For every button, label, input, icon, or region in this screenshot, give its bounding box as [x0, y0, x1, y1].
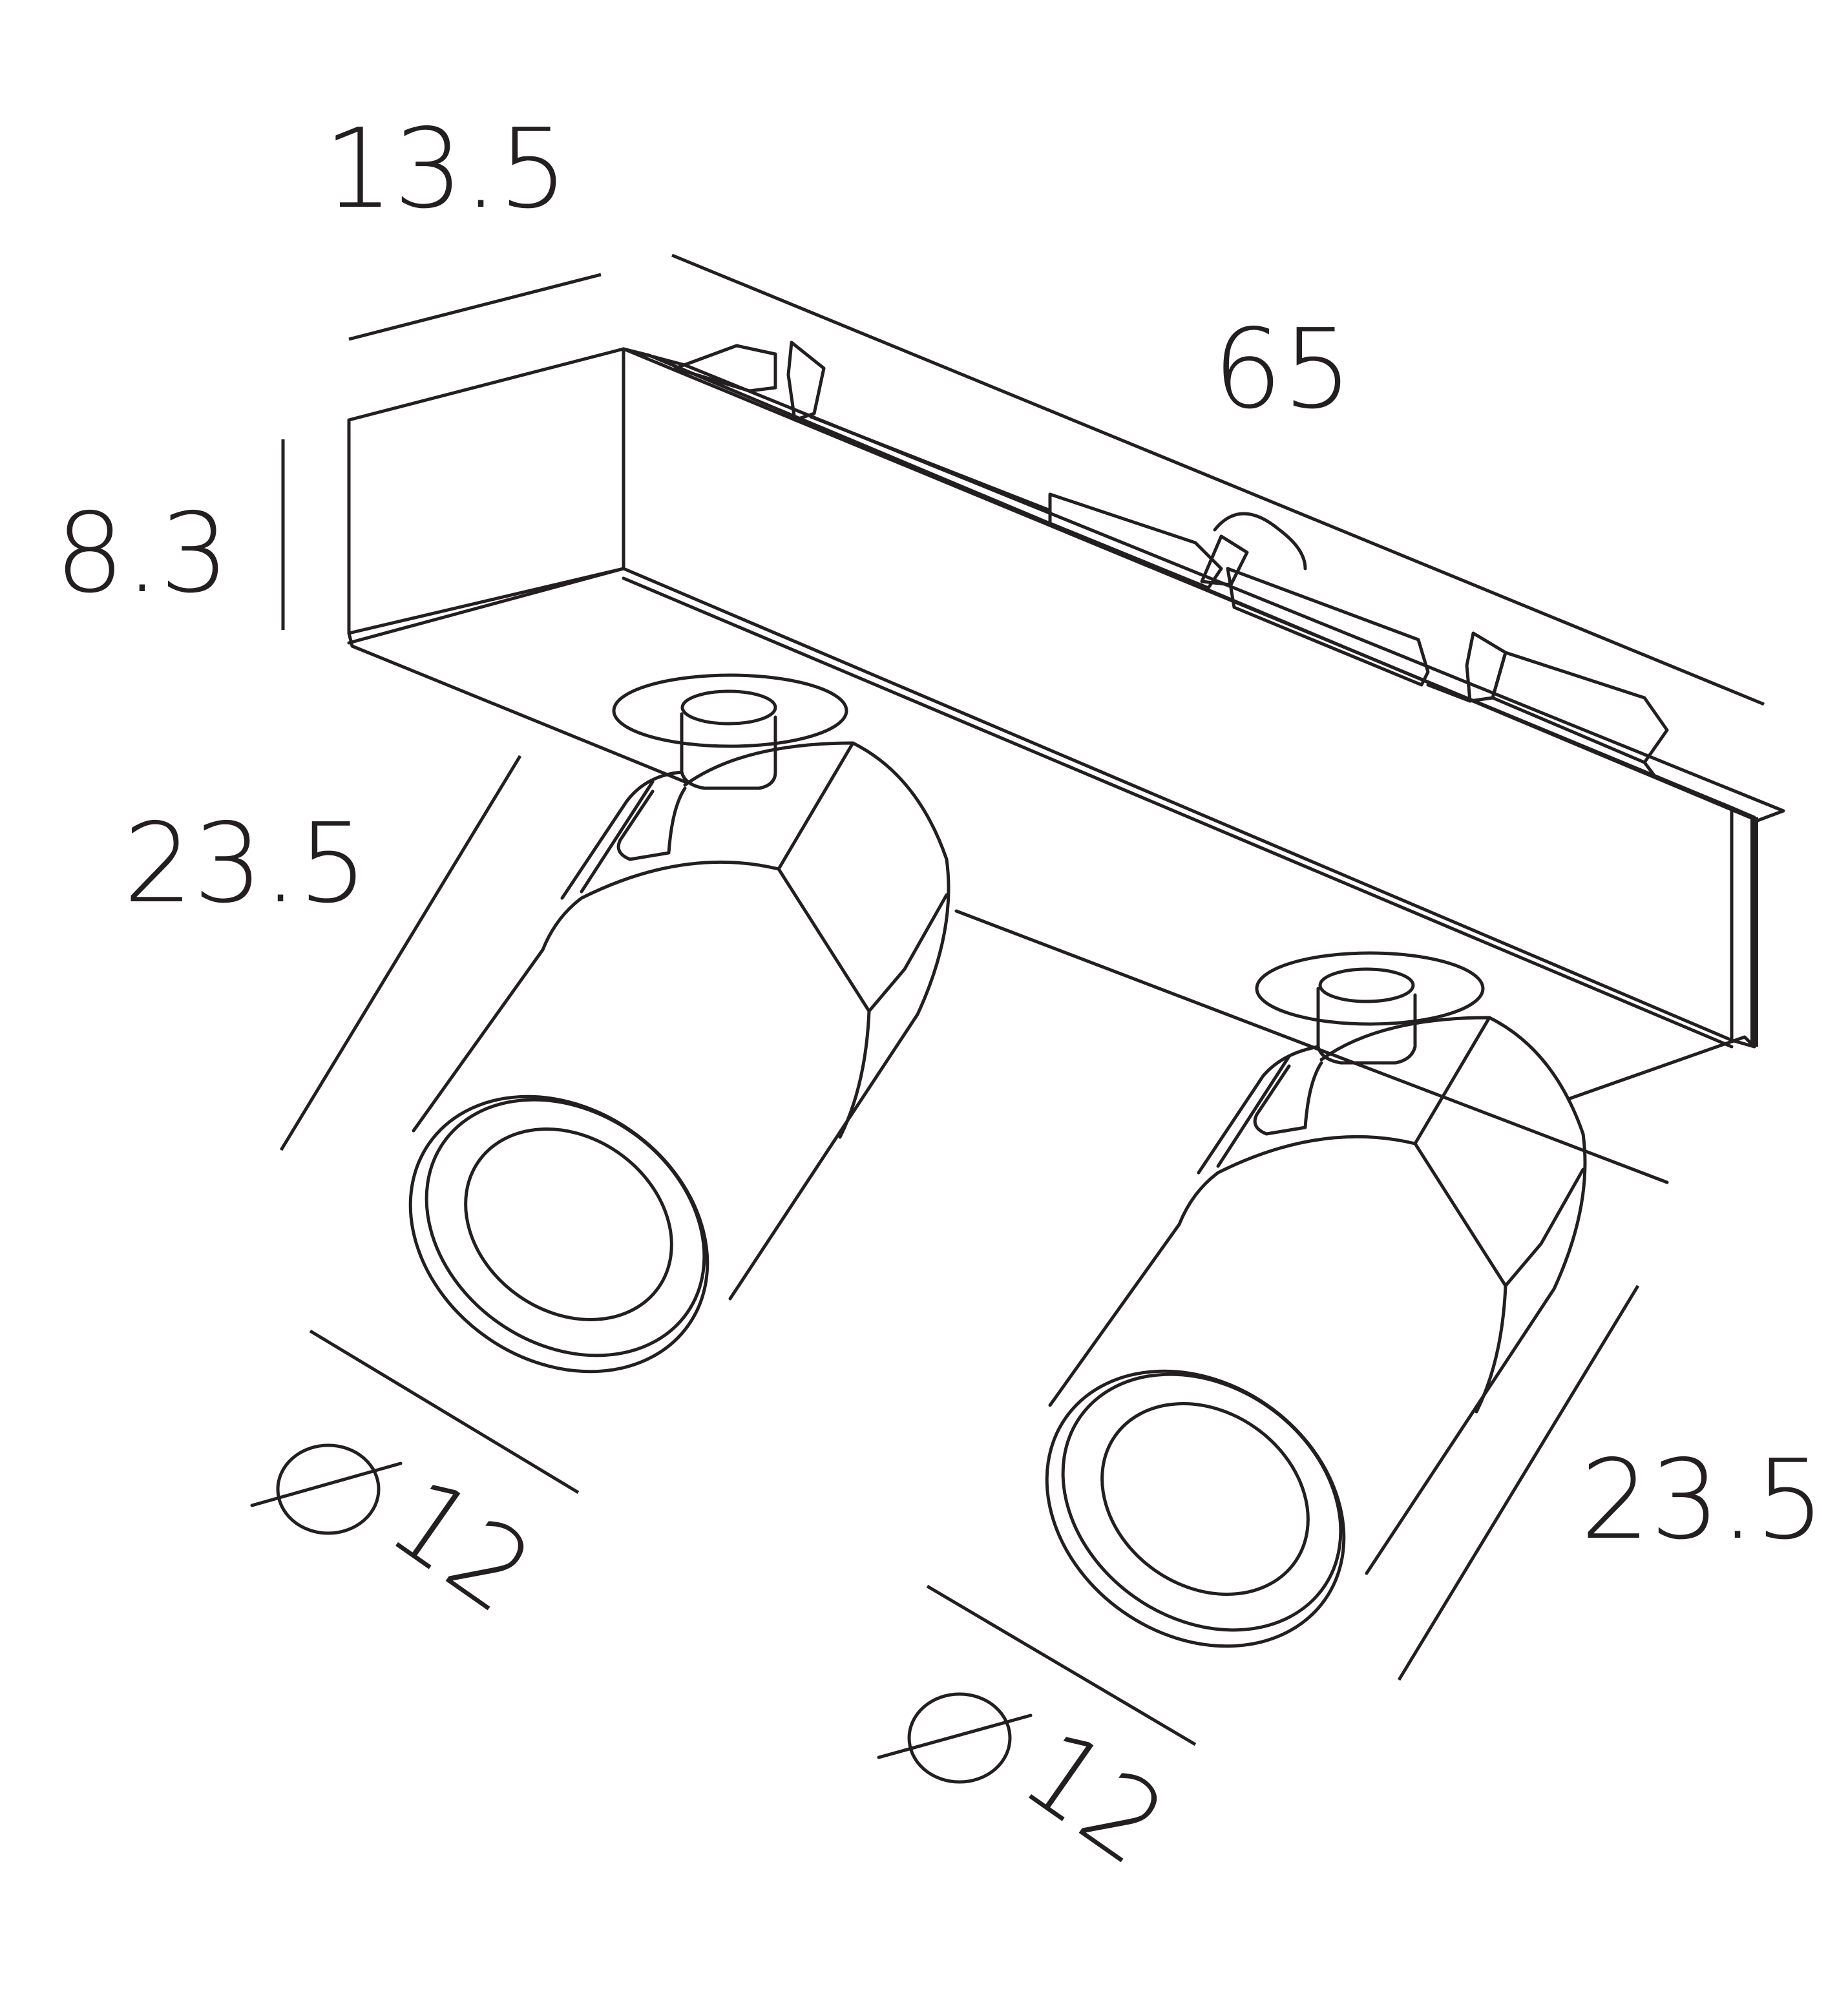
- label-spot-left-diameter: 12: [367, 1453, 555, 1638]
- dim-line-spot-right-diameter: [926, 1584, 1197, 1746]
- dim-line-length: [671, 253, 1765, 706]
- dim-line-width: [348, 273, 602, 341]
- spotlight-left: [408, 673, 950, 1374]
- label-spot-right-length: 23.5: [1580, 1436, 1825, 1564]
- dim-line-spot-left-diameter: [309, 1329, 580, 1494]
- label-height: 8.3: [55, 490, 229, 618]
- dim-line-spot-right-length: [1397, 1284, 1640, 1681]
- track-adapter: [673, 340, 1669, 777]
- dimension-lines: [279, 253, 1765, 1746]
- label-spot-left-length: 23.5: [123, 800, 368, 928]
- diameter-icon: [877, 1692, 1033, 1784]
- spotlight-right: [1045, 951, 1587, 1648]
- diameter-icon: [250, 1443, 403, 1535]
- label-width: 13.5: [324, 105, 569, 233]
- dim-line-spot-left-length: [279, 755, 522, 1151]
- rail-housing: [347, 340, 1785, 1184]
- label-spot-right-diameter: 12: [1000, 1705, 1188, 1890]
- dimension-labels: 13.5 65 8.3 23.5 23.5 12 12: [55, 105, 1825, 1890]
- label-length: 65: [1213, 306, 1352, 434]
